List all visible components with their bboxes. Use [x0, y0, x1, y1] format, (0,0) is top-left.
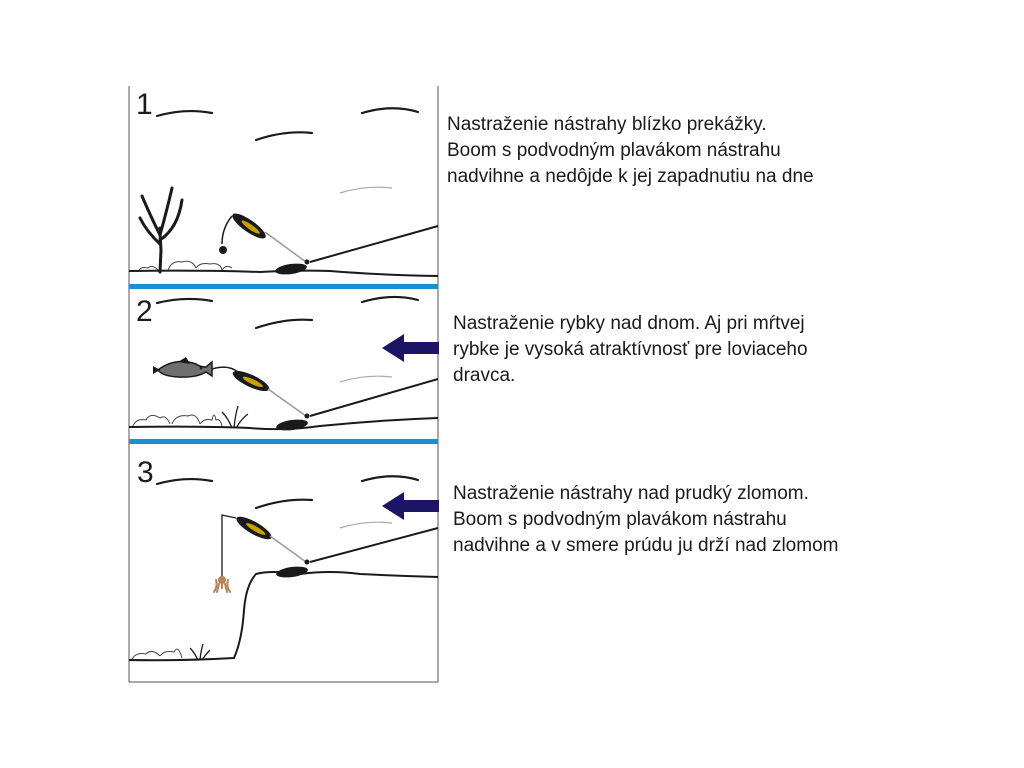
swivel: [304, 259, 310, 265]
caption-line: rybke je vysoká atraktívnosť pre loviace…: [453, 339, 808, 360]
main-line: [309, 378, 439, 417]
bottom-line: [128, 571, 439, 662]
caption-panel-3: Nastraženie nástrahy nad prudký zlomom. …: [453, 481, 838, 559]
weed-icon: [221, 405, 249, 429]
panel-number: 1: [136, 88, 153, 121]
swivel: [304, 413, 310, 419]
branch-icon: [138, 186, 184, 274]
bottom-line: [128, 417, 439, 431]
caption-line: Boom s podvodným plavákom nástrahu: [453, 509, 787, 530]
caption-line: nadvihne a v smere prúdu ju drží nad zlo…: [453, 535, 839, 556]
panel-number: 3: [137, 456, 154, 489]
bait: [213, 576, 231, 593]
float-icon: [232, 213, 266, 239]
caption-line: Nastraženie nástrahy nad prudký zlomom.: [453, 483, 809, 504]
frame: [128, 86, 439, 683]
lead-weight: [275, 263, 307, 275]
fish-icon: [153, 357, 213, 378]
main-line: [309, 225, 439, 263]
arrow-left-icon: [382, 334, 439, 362]
float-icon: [236, 516, 272, 540]
weed-icon: [189, 643, 211, 661]
caption-line: nadvihne a nedôjde k jej zapadnutiu na d…: [447, 166, 814, 187]
boom-wire: [264, 231, 307, 263]
panel-3: 3: [128, 456, 439, 662]
current-mark: [339, 186, 393, 194]
caption-panel-1: Nastraženie nástrahy blízko prekážky. Bo…: [447, 112, 814, 190]
panel-divider-1: [129, 284, 438, 289]
bottom-stones: [137, 260, 233, 273]
water-surface-marks: [155, 475, 420, 510]
leader-line: [221, 514, 237, 578]
boom-wire: [267, 388, 307, 417]
arrow-left-icon: [382, 492, 439, 520]
bait: [219, 246, 227, 254]
swivel: [304, 559, 310, 565]
caption-line: Nastraženie nástrahy blízko prekážky.: [447, 114, 767, 135]
bottom-stones: [131, 648, 183, 660]
bottom-stones: [132, 414, 223, 427]
current-mark: [339, 521, 393, 529]
panel-number: 2: [136, 295, 153, 328]
panel-1: 1: [128, 88, 439, 277]
caption-panel-2: Nastraženie rybky nad dnom. Aj pri mŕtve…: [453, 311, 808, 389]
leader-line: [221, 215, 233, 245]
boom-wire: [269, 535, 307, 563]
panel-2: 2: [128, 295, 439, 431]
main-line: [309, 527, 439, 563]
current-mark: [339, 375, 393, 383]
caption-line: Boom s podvodným plavákom nástrahu: [447, 140, 781, 161]
float-icon: [232, 370, 270, 392]
panel-divider-2: [129, 439, 438, 444]
water-surface-marks: [155, 295, 420, 330]
caption-line: dravca.: [453, 365, 516, 386]
caption-line: Nastraženie rybky nad dnom. Aj pri mŕtve…: [453, 313, 805, 334]
leader-line: [211, 366, 239, 373]
water-surface-marks: [155, 107, 420, 142]
